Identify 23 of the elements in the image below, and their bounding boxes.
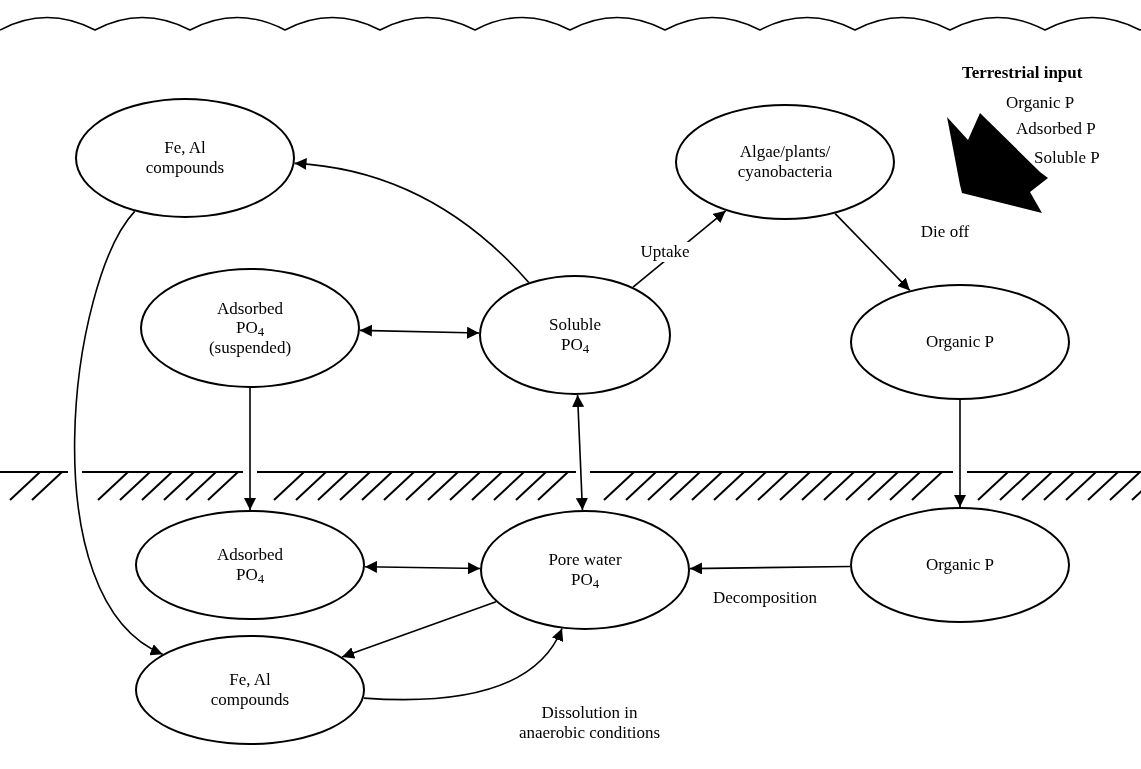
node-text: Fe, Al compounds [209, 670, 291, 710]
node-text: Organic P [925, 555, 995, 575]
node-text: Algae/plants/ cyanobacteria [736, 142, 834, 182]
node-text: Organic P [925, 332, 995, 352]
arrow [954, 399, 966, 508]
node-text: Adsorbed PO$_{4}$ [215, 545, 285, 585]
arrow [73, 210, 164, 656]
arrow [244, 387, 256, 511]
text-label: Soluble P [1034, 147, 1100, 169]
text-label: Organic P [1006, 92, 1075, 114]
node-text: Pore water PO$_{4}$ [547, 550, 623, 590]
arrow [364, 560, 481, 575]
arrow [834, 212, 911, 292]
text-label: Terrestrial input [962, 62, 1083, 84]
arrow [572, 394, 588, 511]
arrow [293, 158, 530, 284]
node-text: Soluble PO$_{4}$ [548, 315, 602, 355]
arrow [341, 601, 497, 659]
node-text: Adsorbed PO$_{4}$ (suspended) [207, 298, 293, 358]
node-text: Fe, Al compounds [144, 138, 226, 178]
arrow [689, 562, 851, 575]
text-label: Adsorbed P [1016, 118, 1096, 140]
arrow [359, 324, 480, 339]
